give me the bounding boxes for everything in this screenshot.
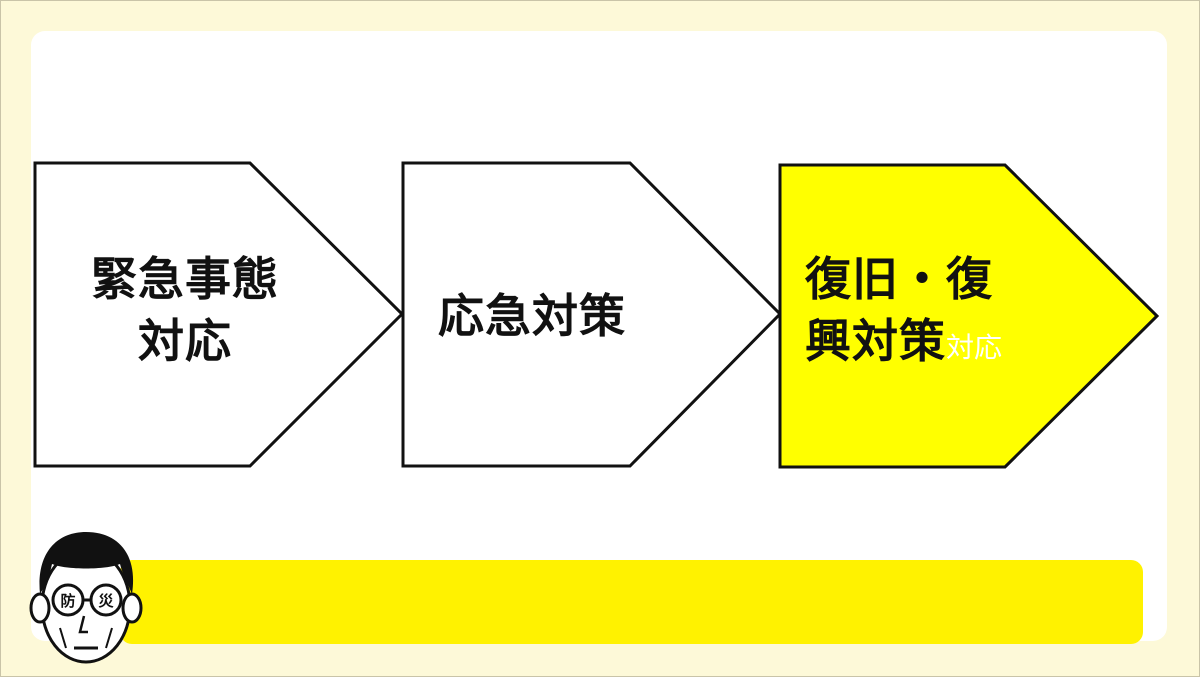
mascot-right-lens-text: 災	[98, 592, 114, 610]
step-2-arrow	[401, 161, 783, 468]
mascot-icon: 防 災	[29, 532, 143, 664]
step-3-label: 復旧・復 興対策対応	[805, 248, 1105, 379]
caption-bar	[120, 560, 1143, 644]
step-1-label: 緊急事態 対応	[70, 248, 300, 372]
step-3-overlay-text: 対応	[946, 331, 1003, 364]
step-1-line1: 緊急事態	[91, 252, 279, 306]
step-1-arrow	[33, 161, 405, 468]
step-3-line1: 復旧・復	[805, 252, 993, 306]
step-3-line2-wrap: 興対策対応	[805, 310, 1105, 379]
step-2-line1: 応急対策	[438, 289, 626, 343]
step-3-arrow	[778, 163, 1160, 469]
step-3-line2: 興対策	[805, 314, 946, 368]
step-2-label: 応急対策	[438, 285, 678, 347]
mascot-left-lens-text: 防	[60, 592, 75, 610]
step-1-line2: 対応	[138, 314, 232, 368]
